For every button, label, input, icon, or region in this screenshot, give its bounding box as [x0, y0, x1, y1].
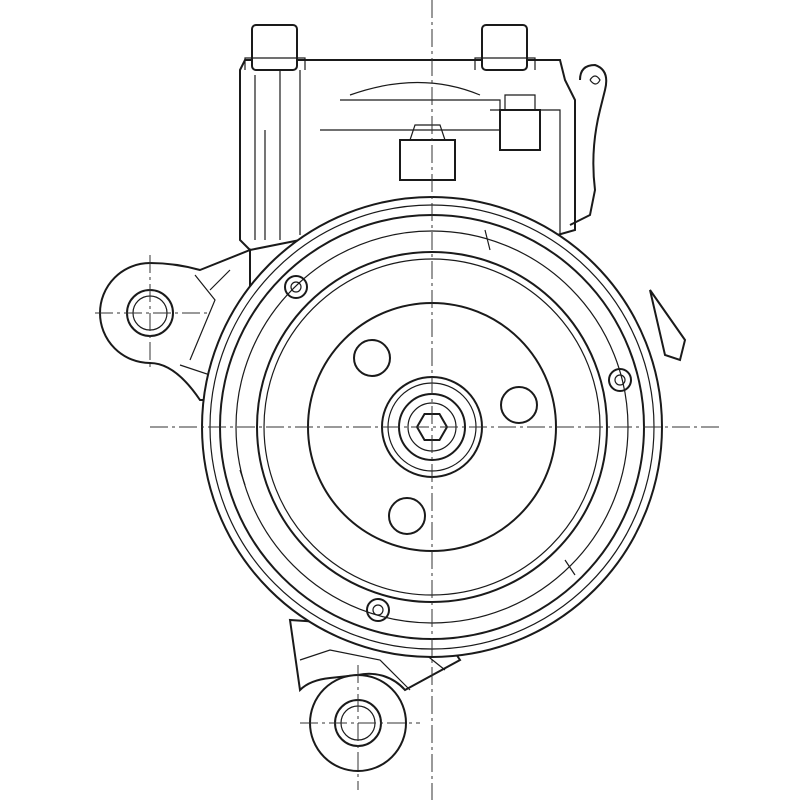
- center-lines: [95, 0, 720, 800]
- plate-holes: [353, 339, 538, 535]
- side-bracket: [649, 289, 687, 362]
- rivets: [284, 275, 632, 622]
- compressor-housing: [239, 59, 608, 252]
- mounting-stud-right: [474, 24, 536, 71]
- mounting-stud-left: [244, 24, 306, 71]
